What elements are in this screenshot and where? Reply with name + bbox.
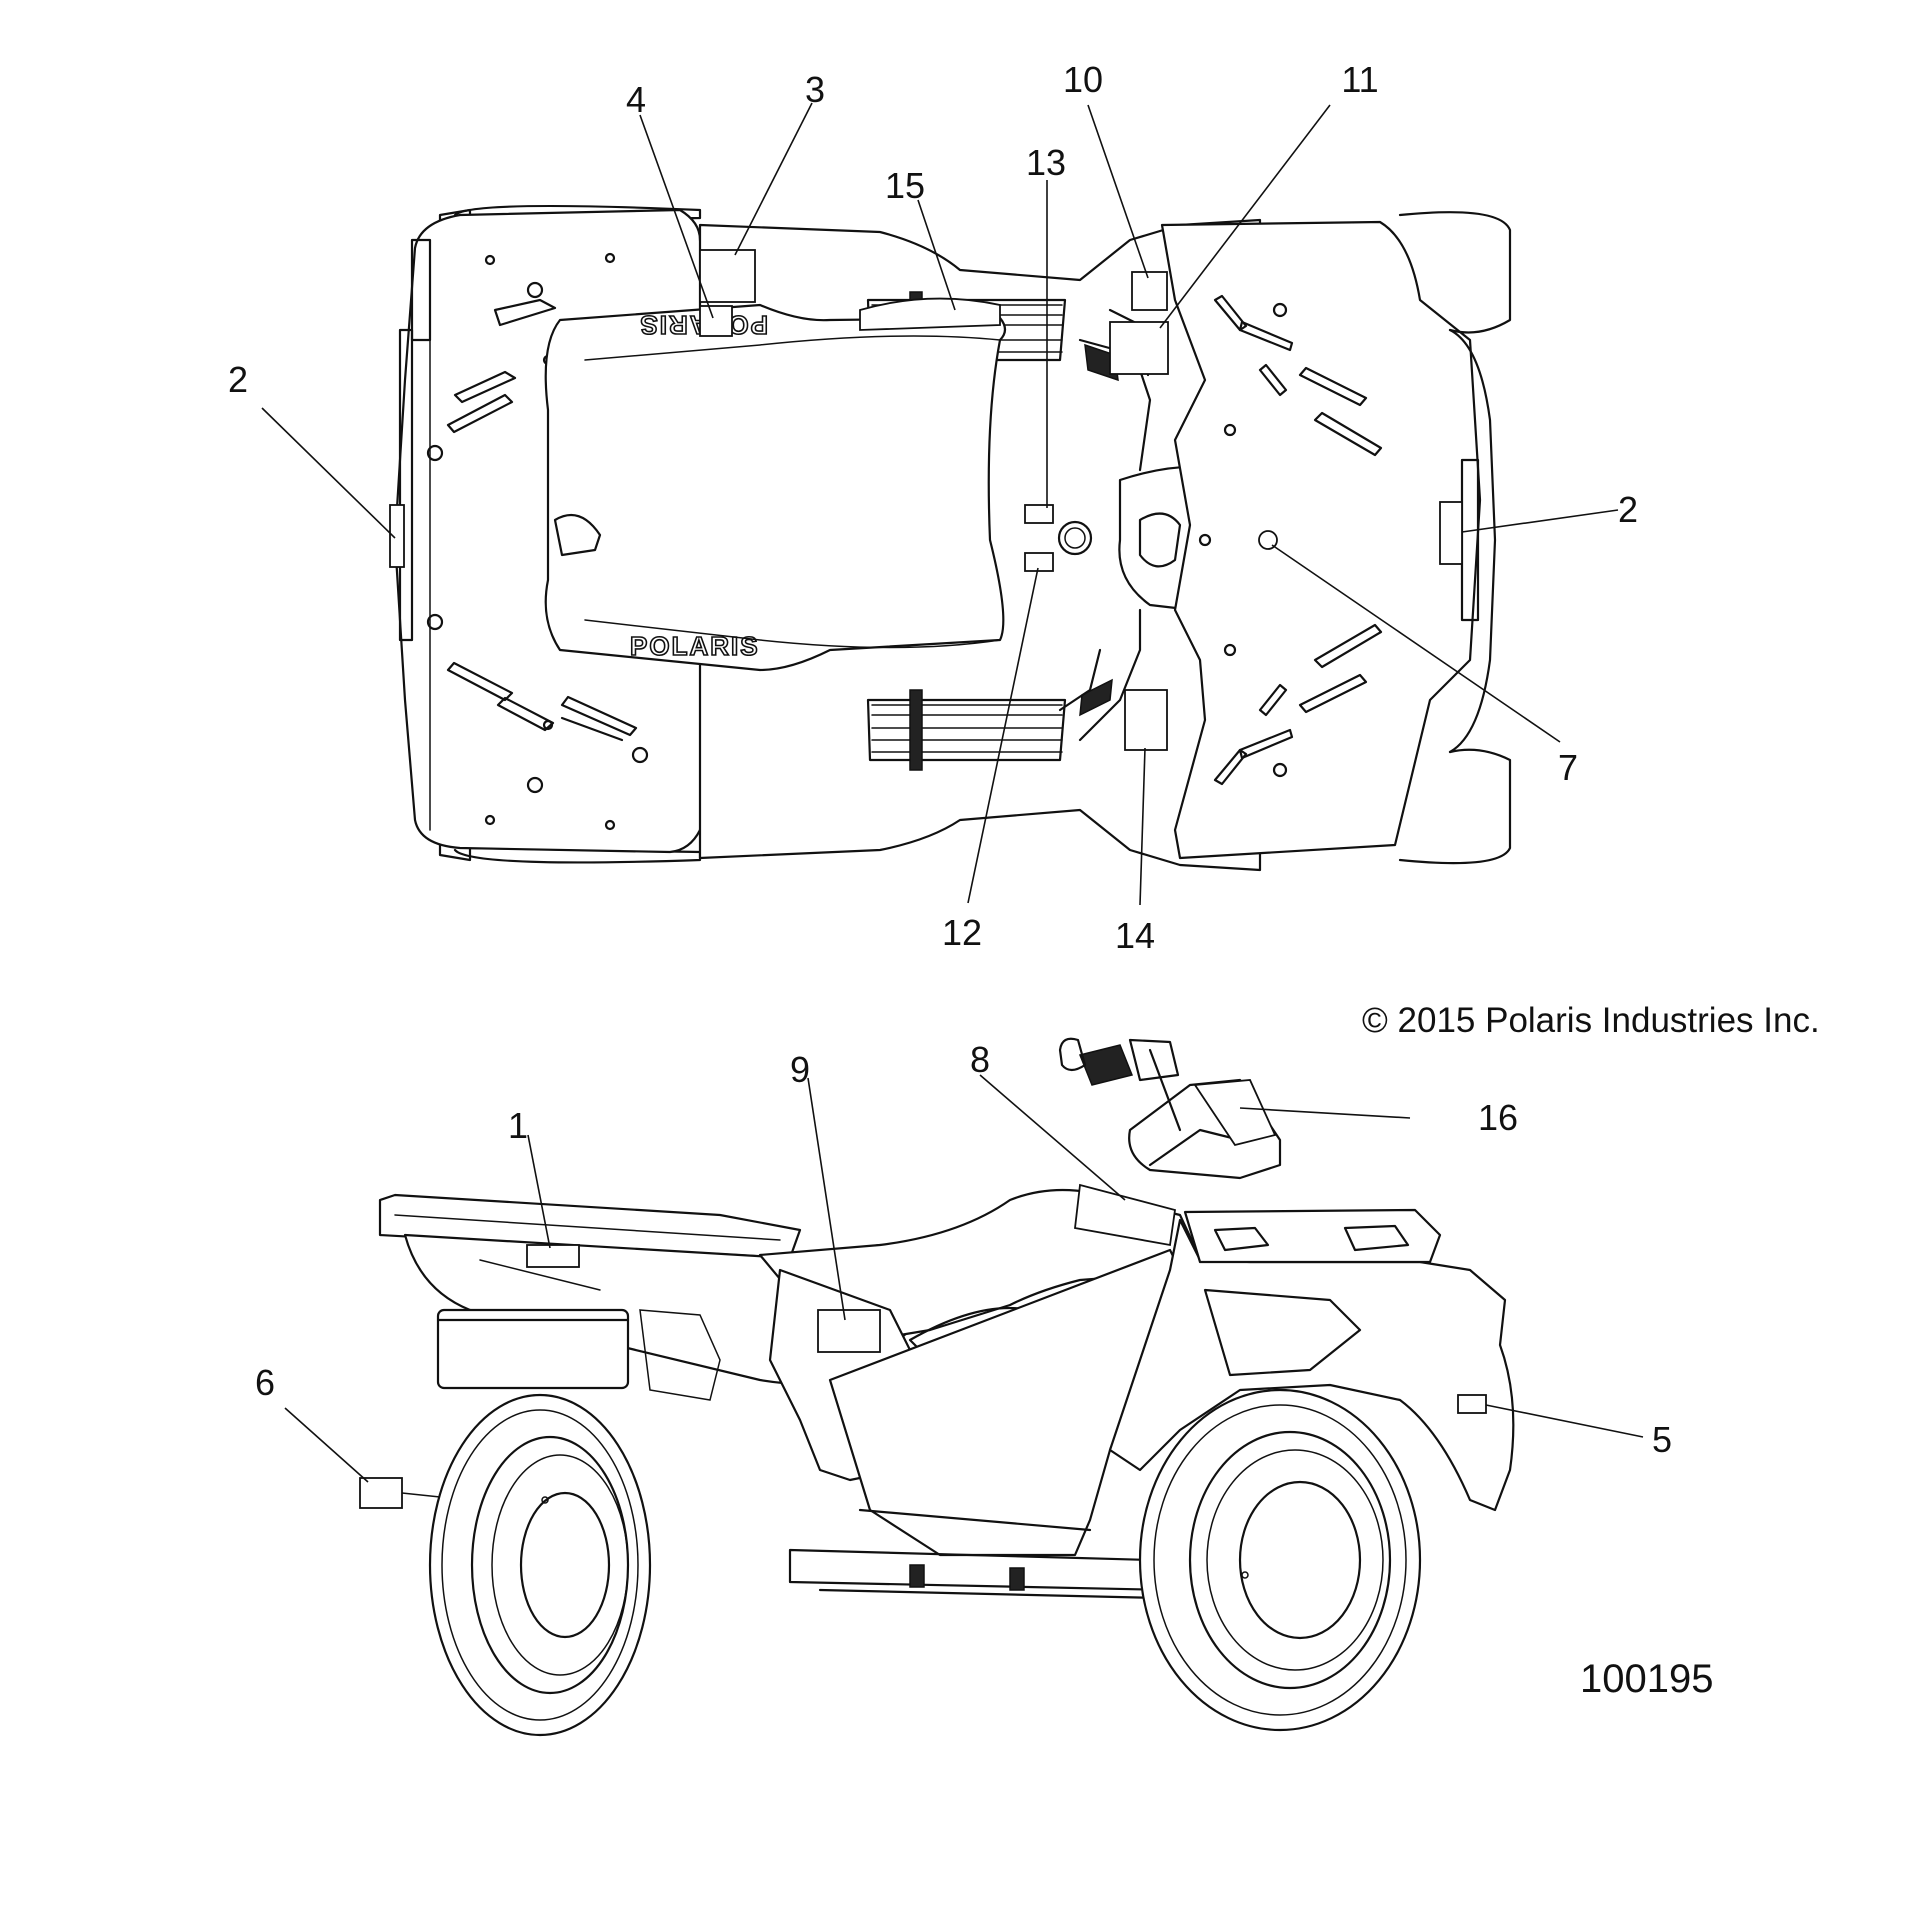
callout-1: 1 xyxy=(508,1105,528,1146)
handlebar-upper-stem xyxy=(1078,338,1152,472)
handlebar-lower-stem xyxy=(1078,608,1142,742)
decal-16-side xyxy=(1193,1079,1277,1147)
callout-7: 7 xyxy=(1558,747,1578,788)
seat-logo-rear: POLARIS xyxy=(630,631,760,661)
front-fender-vents xyxy=(1213,294,1383,786)
callout-numbers: 1 2 2 3 4 5 6 7 8 9 10 11 12 13 14 15 16 xyxy=(228,59,1672,1460)
callout-3: 3 xyxy=(805,69,825,110)
callout-13: 13 xyxy=(1026,142,1066,183)
callout-12: 12 xyxy=(942,912,982,953)
front-wheel xyxy=(1138,1388,1422,1732)
decal-4-top xyxy=(699,305,733,337)
decal-2-front-top xyxy=(1439,501,1463,565)
front-tire-lower xyxy=(1398,748,1512,865)
footrest-side xyxy=(788,1548,1172,1592)
front-fender-holes xyxy=(1198,302,1288,778)
decal-1-side xyxy=(526,1244,580,1268)
decal-3-top xyxy=(699,249,756,303)
callout-14: 14 xyxy=(1115,915,1155,956)
callout-11: 11 xyxy=(1341,59,1378,100)
diagram-part-number: 100195 xyxy=(1580,1657,1713,1701)
front-fender-top xyxy=(1160,220,1482,860)
decal-9-side xyxy=(817,1309,881,1353)
fuel-cap xyxy=(1057,520,1093,556)
callout-15: 15 xyxy=(885,165,925,206)
decal-11-top xyxy=(1109,321,1169,375)
decal-15-top xyxy=(859,297,1001,331)
handlebar-side-stem xyxy=(1148,1048,1182,1132)
decal-8-side xyxy=(1074,1183,1177,1247)
front-fender-side xyxy=(1108,1218,1515,1512)
rear-rack-side xyxy=(378,1193,802,1260)
footrest-bottom xyxy=(866,689,1067,771)
decal-14-top xyxy=(1124,689,1168,751)
callout-16: 16 xyxy=(1478,1097,1518,1138)
decal-6-side xyxy=(359,1477,403,1509)
callout-8: 8 xyxy=(970,1039,990,1080)
callout-2-left: 2 xyxy=(228,359,248,400)
rear-rack-bar-upper xyxy=(410,238,432,342)
side-view-atv xyxy=(359,1037,1515,1737)
callout-5: 5 xyxy=(1652,1419,1672,1460)
decal-2-rear-top xyxy=(389,504,405,568)
rear-tire-top xyxy=(453,204,702,224)
rear-wheel xyxy=(428,1393,652,1737)
muffler xyxy=(436,1308,630,1390)
callout-4: 4 xyxy=(626,79,646,120)
callout-9: 9 xyxy=(790,1049,810,1090)
callout-6: 6 xyxy=(255,1362,275,1403)
callout-2-right: 2 xyxy=(1618,489,1638,530)
leader-lines xyxy=(261,102,1644,1498)
front-tire-upper xyxy=(1398,211,1512,334)
decal-10-top xyxy=(1131,271,1168,311)
top-view-atv: POLARIS POLARIS xyxy=(389,204,1512,872)
decal-5-side xyxy=(1457,1394,1487,1414)
decal-13-top xyxy=(1024,504,1054,524)
rear-tire-bottom xyxy=(453,846,702,864)
copyright-notice: © 2015 Polaris Industries Inc. xyxy=(1362,1001,1820,1040)
front-bumper-top xyxy=(1448,328,1497,754)
decal-12-top xyxy=(1024,552,1054,572)
seat-top xyxy=(544,303,1007,672)
callout-10: 10 xyxy=(1063,59,1103,100)
